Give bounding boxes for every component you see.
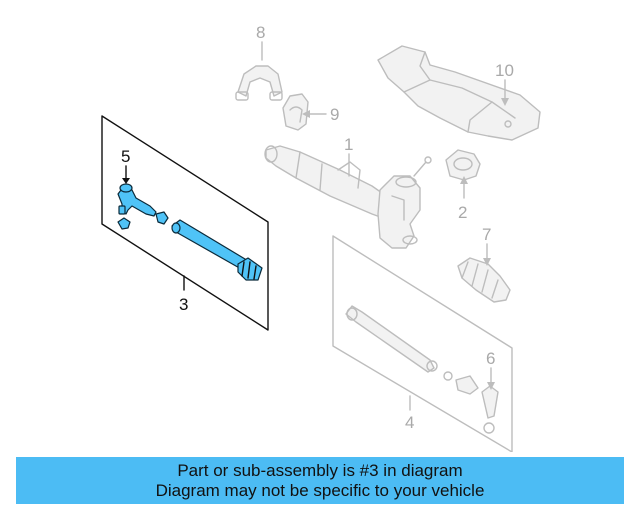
group-box-4 xyxy=(332,235,513,452)
callout-4: 4 xyxy=(405,395,414,432)
banner-line-2: Diagram may not be specific to your vehi… xyxy=(155,480,485,500)
part-9-mount-bushing[interactable] xyxy=(282,93,309,131)
callout-10-arrowhead xyxy=(501,98,509,106)
callout-9: 9 xyxy=(309,105,339,124)
callout-1: 1 xyxy=(344,135,353,177)
part-8-clamp-bracket[interactable] xyxy=(235,65,283,101)
part-4-tie-rod-ghost[interactable] xyxy=(345,305,499,434)
callout-7-label: 7 xyxy=(482,225,491,244)
callout-9-label: 9 xyxy=(330,105,339,124)
callout-7: 7 xyxy=(482,225,491,263)
callout-6-label: 6 xyxy=(486,349,495,368)
part-10-crossmember[interactable] xyxy=(377,45,541,141)
info-banner: Part or sub-assembly is #3 in diagram Di… xyxy=(16,457,624,504)
part-3-tie-rod-assembly[interactable] xyxy=(117,183,263,281)
callout-2-label: 2 xyxy=(458,203,467,222)
callout-8-label: 8 xyxy=(256,23,265,42)
group-box-3 xyxy=(101,115,269,331)
callout-7-arrowhead xyxy=(483,258,491,266)
part-2-insulator[interactable] xyxy=(445,149,481,181)
callout-5: 5 xyxy=(121,147,130,184)
callout-9-arrowhead xyxy=(302,110,310,118)
callout-10: 10 xyxy=(495,61,514,101)
banner-line-1: Part or sub-assembly is #3 in diagram xyxy=(177,460,463,480)
callout-2-arrowhead xyxy=(460,176,468,184)
callout-2: 2 xyxy=(458,179,467,222)
callout-6: 6 xyxy=(486,349,495,385)
callout-8: 8 xyxy=(256,23,265,61)
part-1-steering-gear[interactable] xyxy=(264,145,432,249)
part-7-boot[interactable] xyxy=(457,257,511,303)
parts-diagram: 10 8 9 1 xyxy=(101,23,541,452)
callout-4-label: 4 xyxy=(405,413,414,432)
callout-5-label: 5 xyxy=(121,147,130,166)
callout-10-label: 10 xyxy=(495,61,514,80)
callout-3: 3 xyxy=(179,275,188,314)
callout-3-label: 3 xyxy=(179,295,188,314)
callout-1-label: 1 xyxy=(344,135,353,154)
callout-6-arrowhead xyxy=(487,382,495,390)
